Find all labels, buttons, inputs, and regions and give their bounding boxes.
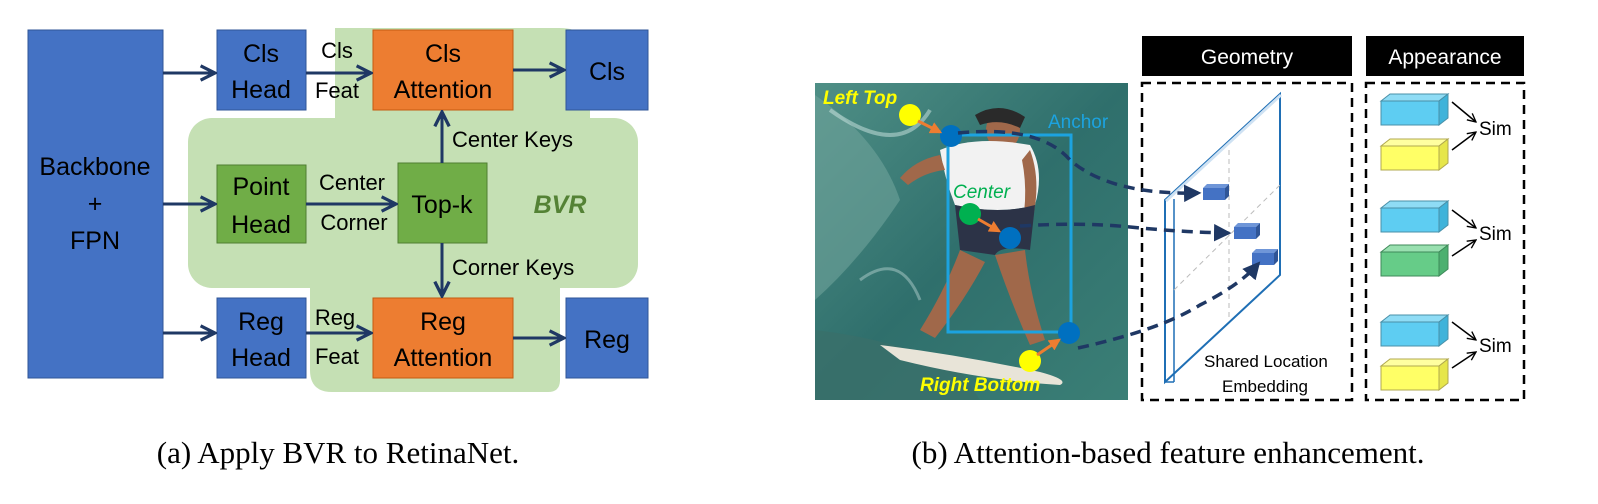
geometry-dashed-arrows	[957, 129, 1261, 350]
cls-head-l2: Head	[231, 76, 291, 104]
cls-attention-box	[372, 29, 514, 111]
reg-output-label: Reg	[584, 326, 630, 354]
point-head-l1: Point	[233, 173, 290, 201]
right-bottom-offset	[1036, 338, 1061, 357]
anchor-label: Anchor	[1048, 112, 1109, 133]
caption-a: (a) Apply BVR to RetinaNet.	[157, 435, 519, 470]
appearance-group-2	[1379, 199, 1476, 278]
geometry-header	[1142, 36, 1352, 76]
center-label: Center	[319, 170, 385, 195]
reg-attention-l2: Attention	[394, 344, 493, 372]
left-top-offset	[917, 119, 943, 134]
sim-label-2: Sim	[1479, 224, 1512, 245]
cls-head-box	[216, 29, 307, 111]
backbone-plus: +	[88, 190, 103, 218]
panel-a: Backbone + FPN Cls Head Cls Feat Cls Att…	[27, 28, 649, 470]
corner-keys-label: Corner Keys	[452, 255, 574, 280]
cls-output-label: Cls	[589, 58, 625, 86]
appearance-header	[1366, 36, 1524, 76]
caption-b: (b) Attention-based feature enhancement.	[912, 435, 1425, 470]
reg-head-l1: Reg	[238, 308, 284, 336]
embedding-cube-3	[1252, 249, 1278, 265]
shared-location-l2: Embedding	[1222, 377, 1308, 396]
left-top-label: Left Top	[823, 88, 897, 109]
center-offset	[977, 217, 1002, 233]
appearance-header-label: Appearance	[1388, 46, 1501, 69]
appearance-group-1	[1379, 92, 1476, 172]
cls-feat-l1: Cls	[321, 38, 353, 63]
cls-attention-l2: Attention	[394, 76, 493, 104]
right-bottom-sample	[1058, 322, 1080, 344]
right-bottom-label: Right Bottom	[920, 375, 1040, 396]
corner-label: Corner	[320, 210, 387, 235]
backbone-box	[27, 29, 164, 379]
surfer-figure	[900, 107, 1045, 345]
cls-head-l1: Cls	[243, 40, 279, 68]
surfboard	[880, 345, 1063, 385]
shared-embedding-plane	[1164, 91, 1282, 385]
center-point	[959, 203, 981, 225]
surfer-photo	[815, 83, 1128, 400]
sim-label-1: Sim	[1479, 119, 1512, 140]
topk-label: Top-k	[411, 191, 473, 219]
center-sample	[999, 227, 1021, 249]
appearance-group-3	[1379, 313, 1476, 392]
point-head-box	[216, 164, 307, 244]
reg-head-box	[216, 297, 307, 379]
right-bottom-point	[1019, 350, 1041, 372]
embedding-cube-1	[1203, 184, 1229, 200]
left-top-point	[899, 104, 921, 126]
reg-attention-l1: Reg	[420, 308, 466, 336]
cls-output-box	[565, 29, 649, 111]
reg-feat-l2: Feat	[315, 344, 359, 369]
reg-output-box	[565, 297, 649, 379]
shared-location-l1: Shared Location	[1204, 352, 1328, 371]
panel-a-arrows	[163, 70, 564, 338]
center-point-label: Center	[953, 182, 1011, 203]
backbone-label: Backbone	[39, 153, 150, 181]
geometry-box	[1140, 81, 1354, 402]
panel-b: Anchor Left Top Center Right Bottom Geom…	[815, 36, 1526, 470]
center-keys-label: Center Keys	[452, 127, 573, 152]
anchor-box	[946, 133, 1073, 334]
left-top-sample	[940, 125, 962, 147]
reg-head-l2: Head	[231, 344, 291, 372]
geometry-header-label: Geometry	[1201, 46, 1294, 69]
cls-attention-l1: Cls	[425, 40, 461, 68]
point-head-l2: Head	[231, 211, 291, 239]
backbone-fpn: FPN	[70, 227, 120, 255]
appearance-box	[1364, 81, 1526, 402]
cls-feat-l2: Feat	[315, 78, 359, 103]
bvr-label: BVR	[534, 191, 587, 219]
sim-label-3: Sim	[1479, 336, 1512, 357]
embedding-cube-2	[1234, 223, 1260, 239]
reg-feat-l1: Reg	[315, 305, 355, 330]
